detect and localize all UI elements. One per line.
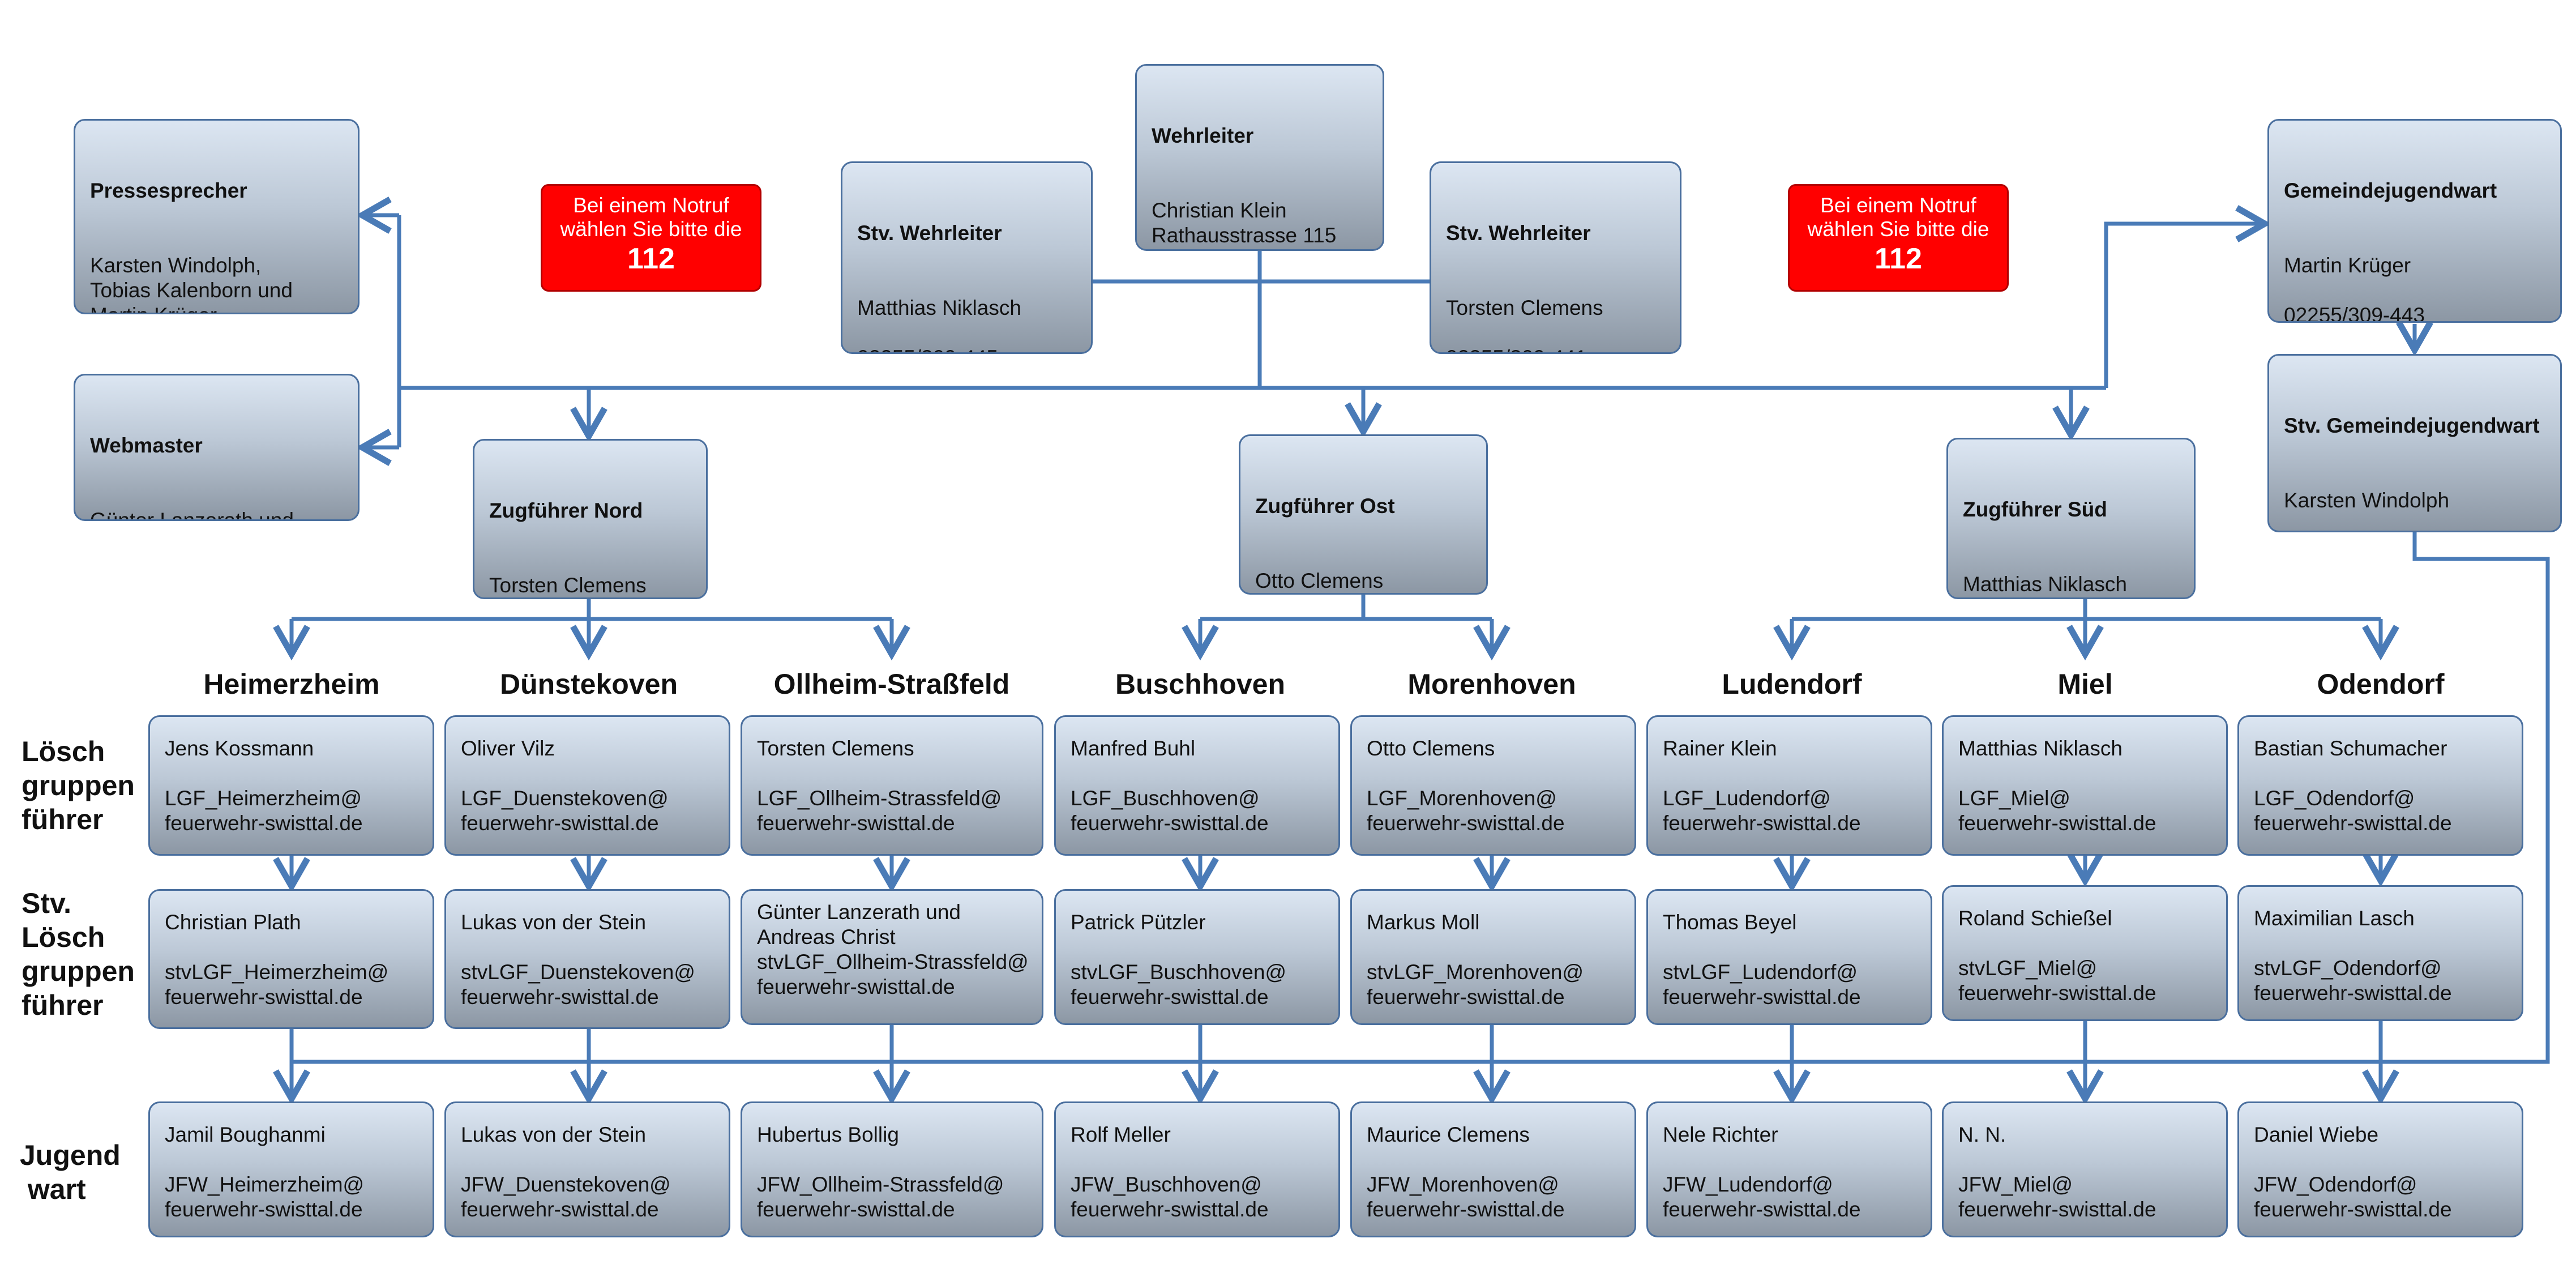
lgf-card-duenstekoven: Oliver Vilz LGF_Duenstekoven@ feuerwehr-… [444, 715, 730, 856]
card-title: Webmaster [90, 434, 203, 457]
jfw-card-ludendorf: Nele Richter JFW_Ludendorf@ feuerwehr-sw… [1646, 1101, 1932, 1237]
card-body: Matthias Niklasch Zugfuehrer_Sued@ feuer… [1963, 573, 2127, 596]
gemeindejugendwart-card: Gemeindejugendwart Martin Krüger 02255/3… [2267, 119, 2562, 323]
emergency-number: 112 [627, 242, 675, 275]
stv-gemeindejugendwart-card: Stv. Gemeindejugendwart Karsten Windolph… [2267, 354, 2562, 532]
unit-name-buschhoven: Buschhoven [1115, 668, 1286, 700]
stv-wehrleiter-right-card: Stv. Wehrleiter Torsten Clemens 02255/30… [1430, 161, 1681, 354]
lgf-card-odendorf: Bastian Schumacher LGF_Odendorf@ feuerwe… [2237, 715, 2523, 856]
card-title: Gemeindejugendwart [2284, 179, 2497, 202]
jfw-card-miel: N. N. JFW_Miel@ feuerwehr-swisttal.de [1942, 1101, 2228, 1237]
emergency-notice-left: Bei einem Notruf wählen Sie bitte die 11… [541, 184, 761, 292]
card-title: Zugführer Nord [489, 499, 643, 522]
card-title: Stv. Gemeindejugendwart [2284, 414, 2540, 437]
card-title: Pressesprecher [90, 179, 247, 202]
stv-wehrleiter-left-card: Stv. Wehrleiter Matthias Niklasch 02255/… [841, 161, 1093, 354]
card-body: Karsten Windolph, Tobias Kalenborn und M… [90, 254, 293, 313]
wehrleiter-card: Wehrleiter Christian Klein Rathausstrass… [1135, 64, 1384, 251]
stvlgf-card-odendorf: Maximilian Lasch stvLGF_Odendorf@ feuerw… [2237, 885, 2523, 1021]
card-body: Günter Lanzerath und Patrick Pützler Web… [90, 509, 294, 521]
emergency-text: Bei einem Notruf wählen Sie bitte die [1807, 194, 1989, 241]
lgf-card-buschhoven: Manfred Buhl LGF_Buschhoven@ feuerwehr-s… [1054, 715, 1340, 856]
stvlgf-card-morenhoven: Markus Moll stvLGF_Morenhoven@ feuerwehr… [1350, 889, 1636, 1025]
card-body: Matthias Niklasch 02255/309-445 adienst2… [857, 296, 1021, 352]
webmaster-card: Webmaster Günter Lanzerath und Patrick P… [74, 374, 360, 521]
lgf-card-miel: Matthias Niklasch LGF_Miel@ feuerwehr-sw… [1942, 715, 2228, 856]
unit-name-ludendorf: Ludendorf [1722, 668, 1862, 700]
zugfuehrer-nord-card: Zugführer Nord Torsten Clemens Zugfuehre… [473, 439, 708, 599]
zugfuehrer-ost-card: Zugführer Ost Otto Clemens Zugfuehrer_Os… [1239, 434, 1488, 595]
stvlgf-card-heimerzheim: Christian Plath stvLGF_Heimerzheim@ feue… [148, 889, 434, 1029]
card-title: Stv. Wehrleiter [1446, 221, 1591, 245]
emergency-notice-right: Bei einem Notruf wählen Sie bitte die 11… [1788, 184, 2009, 292]
lgf-card-morenhoven: Otto Clemens LGF_Morenhoven@ feuerwehr-s… [1350, 715, 1636, 856]
card-title: Wehrleiter [1152, 124, 1254, 147]
stvlgf-card-ludendorf: Thomas Beyel stvLGF_Ludendorf@ feuerwehr… [1646, 889, 1932, 1025]
card-body: Otto Clemens Zugfuehrer_Ost@ feuerwehr-s… [1255, 569, 1384, 592]
stvlgf-card-miel: Roland Schießel stvLGF_Miel@ feuerwehr-s… [1942, 885, 2228, 1021]
pressesprecher-card: Pressesprecher Karsten Windolph, Tobias … [74, 119, 360, 314]
jfw-card-ollheim-strassfeld: Hubertus Bollig JFW_Ollheim-Strassfeld@ … [741, 1101, 1043, 1237]
card-title: Stv. Wehrleiter [857, 221, 1002, 245]
stvlgf-card-ollheim-strassfeld: Günter Lanzerath und Andreas Christ stvL… [741, 889, 1043, 1025]
jfw-card-buschhoven: Rolf Meller JFW_Buschhoven@ feuerwehr-sw… [1054, 1101, 1340, 1237]
jfw-card-morenhoven: Maurice Clemens JFW_Morenhoven@ feuerweh… [1350, 1101, 1636, 1237]
card-body: Christian Klein Rathausstrasse 115 53913… [1152, 199, 1337, 249]
row-label-stv-loeschgruppenfuehrer: Stv. Lösch gruppen führer [22, 887, 135, 1021]
card-body: Torsten Clemens 02255/309-441 adienst3@ … [1446, 296, 1603, 352]
zugfuehrer-sued-card: Zugführer Süd Matthias Niklasch Zugfuehr… [1946, 438, 2196, 599]
lgf-card-ollheim-strassfeld: Torsten Clemens LGF_Ollheim-Strassfeld@ … [741, 715, 1043, 856]
unit-name-miel: Miel [2057, 668, 2113, 700]
emergency-number: 112 [1875, 242, 1922, 275]
jfw-card-odendorf: Daniel Wiebe JFW_Odendorf@ feuerwehr-swi… [2237, 1101, 2523, 1237]
unit-name-heimerzheim: Heimerzheim [203, 668, 380, 700]
card-title: Zugführer Ost [1255, 494, 1395, 518]
unit-name-ollheim-strassfeld: Ollheim-Straßfeld [773, 668, 1010, 700]
row-label-jugendwart: Jugend wart [20, 1139, 121, 1205]
jfw-card-heimerzheim: Jamil Boughanmi JFW_Heimerzheim@ feuerwe… [148, 1101, 434, 1237]
card-body: Karsten Windolph stvGemeindejugendwart@ … [2284, 489, 2450, 512]
unit-name-morenhoven: Morenhoven [1407, 668, 1576, 700]
jfw-card-duenstekoven: Lukas von der Stein JFW_Duenstekoven@ fe… [444, 1101, 730, 1237]
row-label-loeschgruppenfuehrer: Lösch gruppen führer [22, 736, 135, 835]
card-body: Martin Krüger 02255/309-443 Gemeindejuge… [2284, 254, 2425, 323]
card-body: Torsten Clemens Zugfuehrer_Nord@ feuerwe… [489, 574, 647, 597]
card-title: Zugführer Süd [1963, 498, 2107, 521]
lgf-card-heimerzheim: Jens Kossmann LGF_Heimerzheim@ feuerwehr… [148, 715, 434, 856]
stvlgf-card-buschhoven: Patrick Pützler stvLGF_Buschhoven@ feuer… [1054, 889, 1340, 1025]
emergency-text: Bei einem Notruf wählen Sie bitte die [560, 194, 742, 241]
stvlgf-card-duenstekoven: Lukas von der Stein stvLGF_Duenstekoven@… [444, 889, 730, 1029]
unit-name-duenstekoven: Dünstekoven [500, 668, 678, 700]
unit-name-odendorf: Odendorf [2317, 668, 2445, 700]
lgf-card-ludendorf: Rainer Klein LGF_Ludendorf@ feuerwehr-sw… [1646, 715, 1932, 856]
